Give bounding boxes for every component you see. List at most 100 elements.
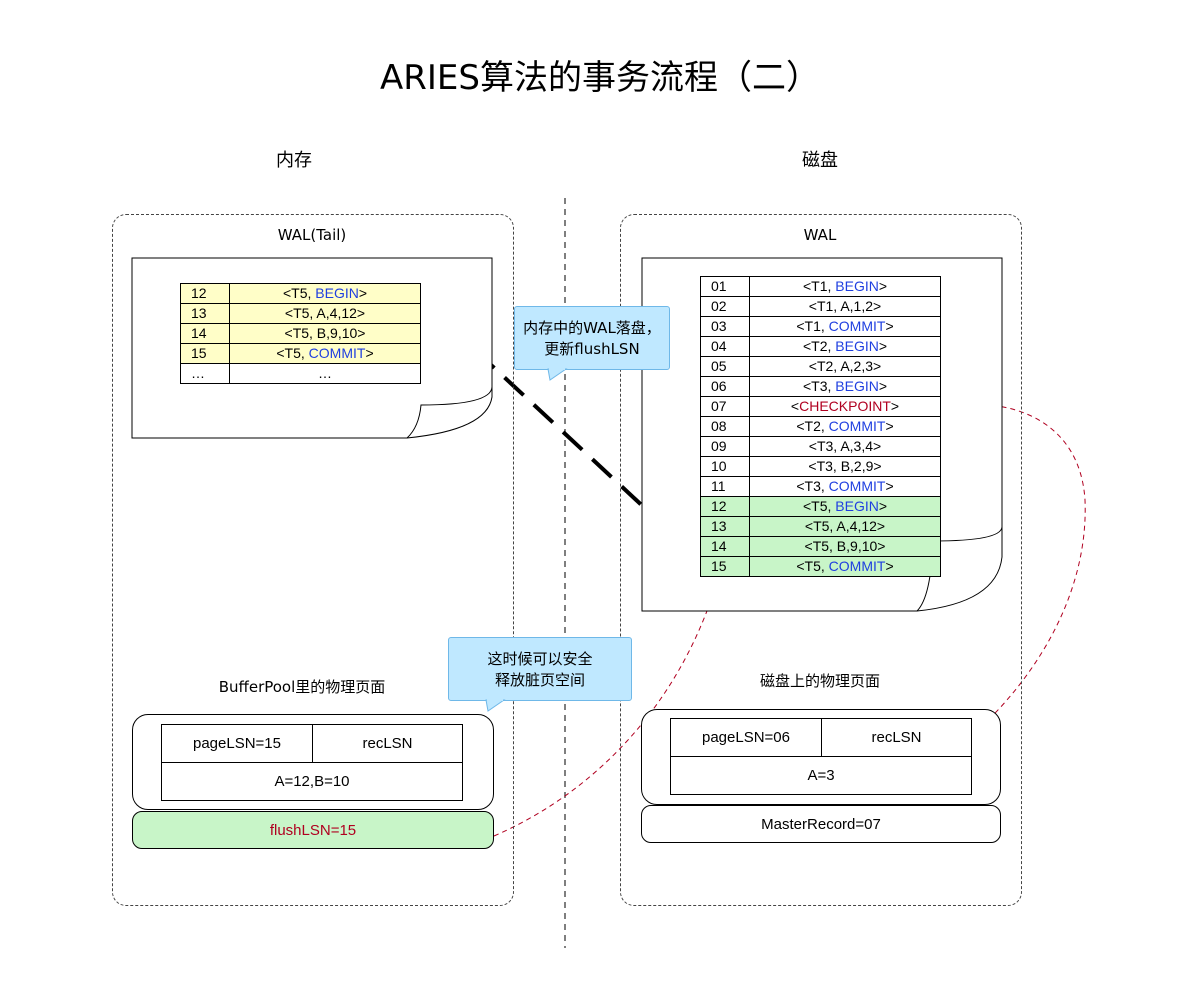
record-cell: <T1, A,1,2> <box>749 296 941 317</box>
record-cell: <T5, A,4,12> <box>749 516 941 537</box>
record-text: > <box>885 478 894 494</box>
bufferpool-label: BufferPool里的物理页面 <box>218 678 386 696</box>
table-row: 07<CHECKPOINT> <box>700 396 941 417</box>
record-keyword: BEGIN <box>835 498 879 514</box>
flushlsn-link-arrow <box>493 583 719 837</box>
record-text: <T2, <box>796 418 829 434</box>
table-row: 06<T3, BEGIN> <box>700 376 941 397</box>
record-text: > <box>878 338 888 354</box>
disk-page-label: 磁盘上的物理页面 <box>759 672 880 690</box>
callout-line: 这时候可以安全 <box>487 650 593 668</box>
record-text: > <box>878 378 888 394</box>
record-keyword: BEGIN <box>315 285 359 301</box>
lsn-cell: 13 <box>180 303 230 324</box>
record-cell: <T5, COMMIT> <box>749 556 941 577</box>
record-cell: <T5, BEGIN> <box>749 496 941 517</box>
record-text: > <box>885 418 894 434</box>
record-text: <T5, A,4,12> <box>804 518 886 534</box>
lsn-cell: 12 <box>700 496 750 517</box>
record-text: <T1, A,1,2> <box>808 298 882 314</box>
lsn-cell: 10 <box>700 456 750 477</box>
table-row: 15<T5, COMMIT> <box>700 556 941 577</box>
table-row: 12 <T5, BEGIN> <box>180 283 421 304</box>
table-row: 12<T5, BEGIN> <box>700 496 941 517</box>
lsn-cell: 08 <box>700 416 750 437</box>
record-keyword: COMMIT <box>828 478 886 494</box>
page-values-cell: A=3 <box>670 756 972 795</box>
lsn-cell: 14 <box>180 323 230 344</box>
record-text: > <box>365 345 374 361</box>
lsn-cell: … <box>180 363 230 384</box>
record-text: <T1, <box>802 278 836 294</box>
record-text: > <box>878 278 888 294</box>
record-text: > <box>878 498 888 514</box>
lsn-cell: 15 <box>700 556 750 577</box>
lsn-cell: 05 <box>700 356 750 377</box>
table-row: 09 <T3, A,3,4> <box>700 436 941 457</box>
disk-wal-label: WAL <box>803 226 837 244</box>
record-text: <T3, B,2,9> <box>808 458 882 474</box>
memory-wal-table: 12 <T5, BEGIN> 13 <T5, A,4,12> 14 <T5, B… <box>180 283 421 384</box>
callout-line: 内存中的WAL落盘， <box>523 319 661 337</box>
record-cell: <T2, BEGIN> <box>749 336 941 357</box>
release-callout: 这时候可以安全 释放脏页空间 <box>448 637 632 701</box>
record-text: <T5, <box>796 558 829 574</box>
table-row: 13 <T5, A,4,12> <box>180 303 421 324</box>
record-cell: <T2, COMMIT> <box>749 416 941 437</box>
table-row: 04<T2, BEGIN> <box>700 336 941 357</box>
table-row: 11<T3, COMMIT> <box>700 476 941 497</box>
table-row: 13 <T5, A,4,12> <box>700 516 941 537</box>
record-text: <T2, <box>802 338 836 354</box>
rec-lsn-cell: recLSN <box>312 724 463 763</box>
record-cell: <T3, COMMIT> <box>749 476 941 497</box>
record-text: <T2, A,2,3> <box>808 358 882 374</box>
callout-line: 释放脏页空间 <box>494 671 585 689</box>
record-cell: <T5, COMMIT> <box>229 343 421 364</box>
table-row: 15 <T5, COMMIT> <box>180 343 421 364</box>
table-row: 08<T2, COMMIT> <box>700 416 941 437</box>
lsn-cell: 09 <box>700 436 750 457</box>
record-keyword: COMMIT <box>828 558 886 574</box>
lsn-cell: 03 <box>700 316 750 337</box>
lsn-cell: 13 <box>700 516 750 537</box>
record-cell: … <box>229 363 421 384</box>
record-text: > <box>885 558 894 574</box>
table-row: 10 <T3, B,2,9> <box>700 456 941 477</box>
rec-lsn-cell: recLSN <box>821 718 972 757</box>
record-text: <T3, A,3,4> <box>808 438 882 454</box>
record-text: <T5, <box>802 498 836 514</box>
record-cell: <T3, A,3,4> <box>749 436 941 457</box>
table-row: 05 <T2, A,2,3> <box>700 356 941 377</box>
flushlsn-box: flushLSN=15 <box>132 811 494 849</box>
table-row: 02 <T1, A,1,2> <box>700 296 941 317</box>
record-cell: <T5, BEGIN> <box>229 283 421 304</box>
table-row: … … <box>180 363 421 384</box>
memory-panel <box>112 214 514 906</box>
lsn-cell: 15 <box>180 343 230 364</box>
record-cell: <T5, B,9,10> <box>229 323 421 344</box>
flush-callout-tail <box>547 368 568 381</box>
release-callout-tail <box>485 699 506 712</box>
master-record-value: MasterRecord=07 <box>761 815 881 833</box>
record-keyword: BEGIN <box>835 338 879 354</box>
table-row: 14<T5, B,9,10> <box>700 536 941 557</box>
record-text: <T1, <box>796 318 829 334</box>
callout-line: 更新flushLSN <box>544 340 640 358</box>
record-text: <T5, <box>276 345 309 361</box>
record-keyword: BEGIN <box>835 278 879 294</box>
lsn-cell: 02 <box>700 296 750 317</box>
record-keyword: COMMIT <box>828 418 886 434</box>
memory-section-title: 内存 <box>276 150 312 171</box>
record-cell: <CHECKPOINT> <box>749 396 941 417</box>
record-cell: <T2, A,2,3> <box>749 356 941 377</box>
disk-section-title: 磁盘 <box>802 150 838 171</box>
record-text: <T3, <box>796 478 829 494</box>
table-row: 14 <T5, B,9,10> <box>180 323 421 344</box>
lsn-cell: 14 <box>700 536 750 557</box>
lsn-cell: 01 <box>700 276 750 297</box>
record-cell: <T3, B,2,9> <box>749 456 941 477</box>
record-keyword: COMMIT <box>308 345 366 361</box>
lsn-cell: 04 <box>700 336 750 357</box>
record-text: < <box>790 398 800 414</box>
master-record-box: MasterRecord=07 <box>641 805 1001 843</box>
